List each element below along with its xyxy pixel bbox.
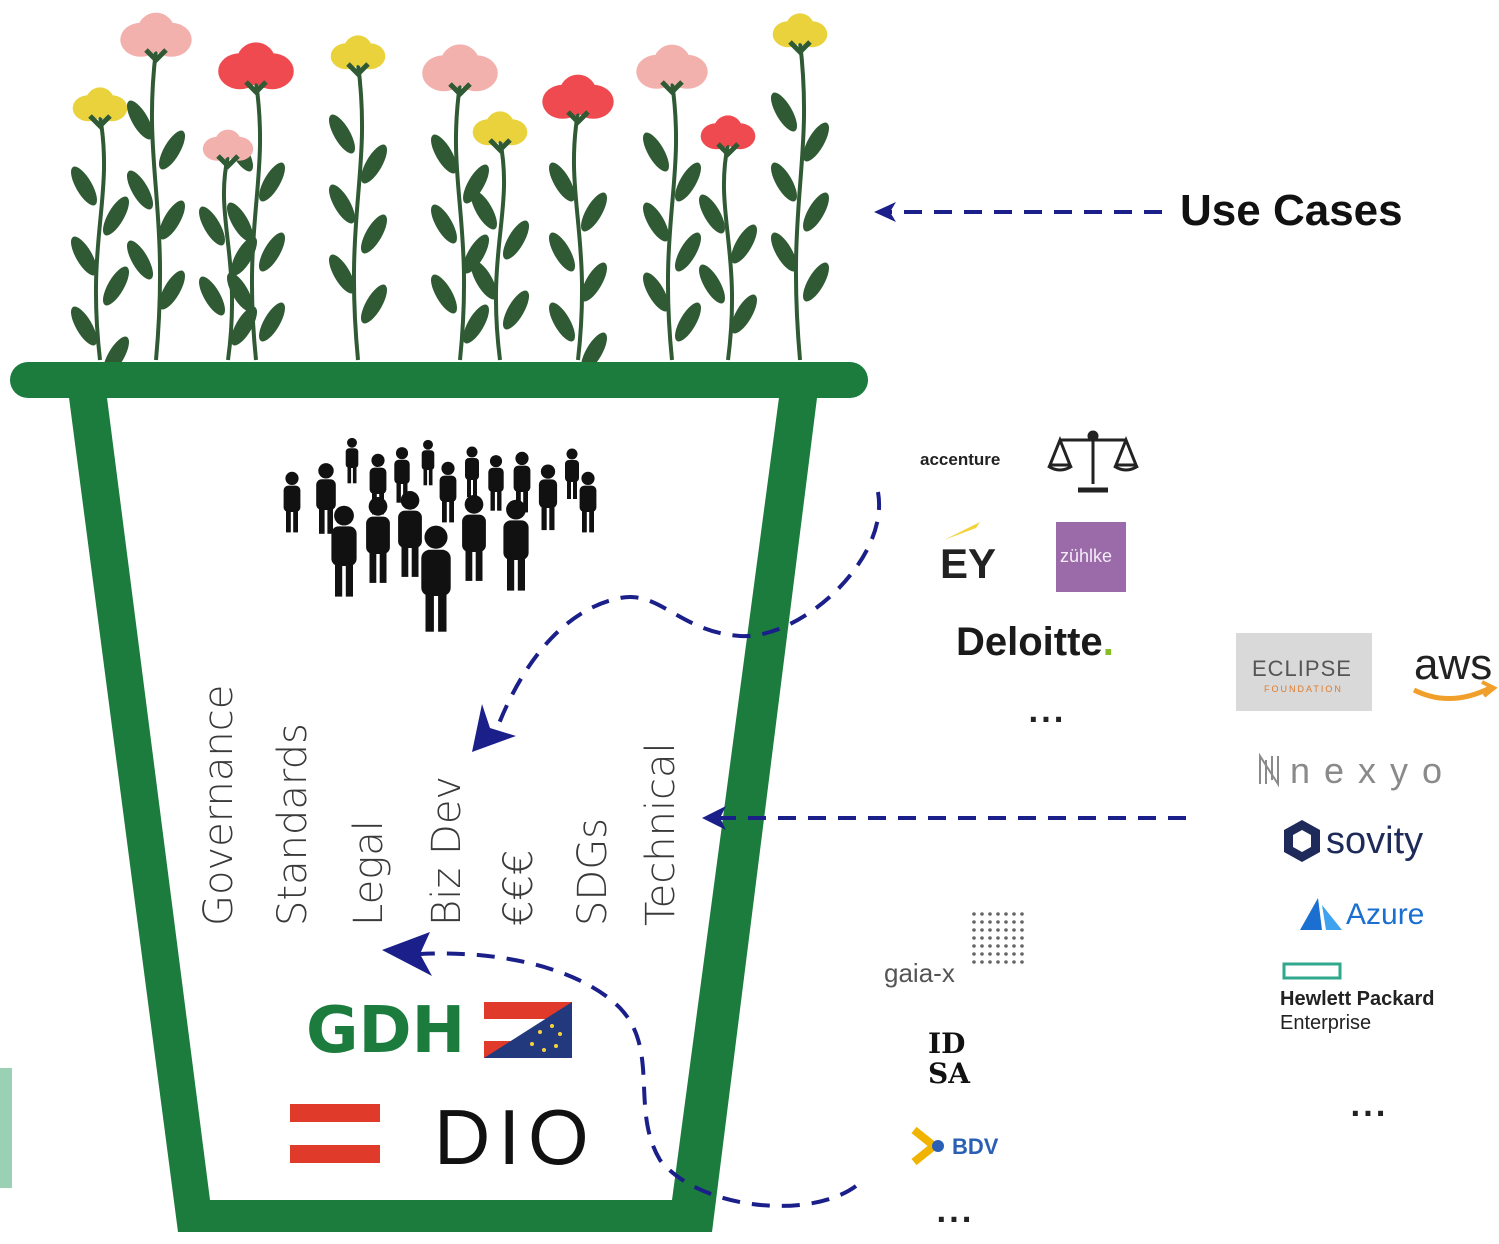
zuhlke-logo-text: zühlke bbox=[1060, 546, 1113, 566]
pot-rim bbox=[10, 362, 868, 398]
accenture-logo: accenture bbox=[920, 450, 1001, 469]
person-icon bbox=[345, 437, 359, 484]
flower-pot bbox=[10, 362, 868, 1232]
pillar-money: €€€ bbox=[496, 849, 542, 926]
hpe-icon bbox=[1282, 962, 1342, 980]
flower bbox=[471, 111, 529, 361]
person-icon bbox=[421, 439, 435, 486]
person-icon bbox=[488, 455, 504, 511]
person-icon bbox=[421, 525, 451, 632]
pillar-governance: Governance bbox=[196, 684, 242, 926]
person-icon bbox=[316, 463, 336, 534]
pillar-legal: Legal bbox=[346, 820, 392, 926]
person-icon bbox=[283, 471, 301, 533]
deloitte-dot: . bbox=[1102, 620, 1114, 664]
person-icon bbox=[366, 497, 390, 583]
gaiax-logo-dots bbox=[972, 912, 1024, 964]
gdh-flag-icon bbox=[484, 1002, 572, 1058]
deloitte-logo: Deloitte. bbox=[956, 620, 1114, 665]
flower bbox=[699, 115, 757, 361]
arrow-heads bbox=[382, 202, 896, 976]
person-icon bbox=[439, 461, 457, 523]
person-icon bbox=[538, 464, 558, 531]
sovity-hex-icon bbox=[1284, 820, 1320, 862]
ey-beam bbox=[944, 522, 980, 540]
tech-more: ... bbox=[1350, 1090, 1388, 1123]
person-icon bbox=[394, 447, 410, 503]
hpe-logo-line1: Hewlett Packard bbox=[1280, 988, 1435, 1010]
hpe-logo-line2: Enterprise bbox=[1280, 1012, 1372, 1034]
person-icon bbox=[462, 495, 486, 581]
deloitte-text: Deloitte bbox=[956, 620, 1103, 664]
eclipse-logo-text: ECLIPSE bbox=[1252, 656, 1352, 681]
austria-flag-icon bbox=[290, 1104, 380, 1163]
flower bbox=[422, 44, 498, 361]
flower bbox=[71, 87, 129, 376]
use-cases-label: Use Cases bbox=[1180, 186, 1403, 235]
person-icon bbox=[331, 505, 357, 597]
ey-logo: EY bbox=[940, 540, 997, 587]
azure-icon bbox=[1300, 898, 1342, 930]
associations-arrow bbox=[419, 951, 858, 1208]
consultancies-more: ... bbox=[1028, 696, 1066, 729]
edge-bar bbox=[0, 1068, 12, 1188]
flower bbox=[120, 12, 192, 361]
person-icon bbox=[565, 448, 579, 499]
gaiax-logo: gaia-x bbox=[884, 958, 955, 988]
person-icon bbox=[503, 499, 529, 591]
nexyo-logo: nexyo bbox=[1290, 750, 1457, 791]
idsa-logo-line2: SA bbox=[928, 1060, 970, 1088]
flower bbox=[329, 35, 387, 361]
bdv-logo: BDV bbox=[952, 1134, 999, 1159]
flower bbox=[771, 13, 829, 361]
idsa-logo-line1: ID bbox=[928, 1027, 966, 1060]
flower bbox=[199, 129, 257, 361]
scales-icon bbox=[1047, 430, 1139, 493]
bdv-icon bbox=[911, 1126, 944, 1166]
nexyo-icon bbox=[1259, 752, 1279, 788]
flow-arrows bbox=[419, 210, 1186, 1208]
azure-logo: Azure bbox=[1346, 898, 1425, 931]
pillar-standards: Standards bbox=[270, 723, 316, 926]
sovity-logo: sovity bbox=[1326, 820, 1424, 862]
associations-more: ... bbox=[936, 1196, 974, 1229]
pillar-biz-dev: Biz Dev bbox=[424, 775, 470, 926]
gdh-logo-text: GDH bbox=[306, 994, 466, 1068]
aws-smile bbox=[1412, 685, 1492, 701]
person-icon bbox=[465, 446, 479, 497]
aws-logo: aws bbox=[1414, 640, 1493, 689]
person-icon bbox=[398, 491, 422, 577]
flowers-illustration bbox=[71, 12, 829, 376]
zuhlke-logo bbox=[1056, 522, 1126, 592]
idsa-sa-text: SA bbox=[928, 1057, 970, 1090]
eclipse-logo bbox=[1236, 633, 1372, 711]
flower bbox=[542, 74, 614, 372]
dio-logo-text: DIO bbox=[434, 1093, 597, 1181]
flower bbox=[636, 44, 708, 361]
pillar-technical: Technical bbox=[638, 742, 684, 926]
consultancies-arrow bbox=[496, 491, 882, 727]
people-crowd-icon bbox=[283, 437, 597, 632]
pillar-sdgs: SDGs bbox=[570, 817, 616, 926]
eclipse-logo-sub: FOUNDATION bbox=[1264, 684, 1343, 694]
person-icon bbox=[579, 471, 597, 533]
